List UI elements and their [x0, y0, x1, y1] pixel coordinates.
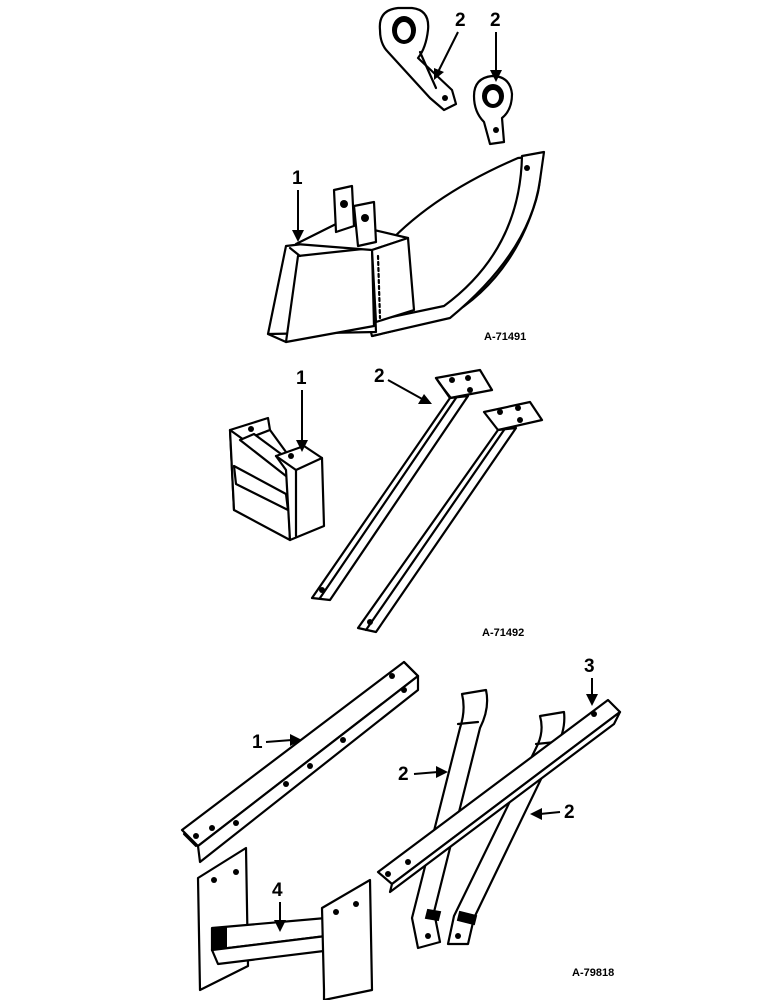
svg-text:3: 3 — [584, 656, 595, 677]
callout-1: 1 — [252, 732, 302, 753]
callout-3: 3 — [584, 656, 598, 706]
bracket-part-1 — [228, 416, 326, 542]
svg-text:2: 2 — [398, 764, 409, 785]
svg-text:2: 2 — [374, 366, 385, 387]
angle-bar-part-3 — [376, 698, 622, 894]
svg-text:4: 4 — [272, 880, 283, 901]
angle-bar-part-1 — [180, 660, 420, 864]
svg-text:1: 1 — [292, 168, 303, 189]
bracket-part-2-right — [472, 74, 514, 146]
callout-2-b: 2 — [490, 10, 502, 82]
bracket-part-2-left — [378, 6, 458, 112]
callout-2-left: 2 — [398, 764, 448, 785]
strut-part-2-right — [356, 400, 544, 634]
callout-2: 2 — [374, 366, 432, 404]
callout-2-right: 2 — [530, 802, 575, 823]
stand-part-4 — [196, 846, 374, 1000]
svg-text:1: 1 — [252, 732, 263, 753]
callout-2-a: 2 — [434, 10, 466, 80]
svg-text:2: 2 — [455, 10, 466, 31]
figure-ref-a79818: A-79818 — [572, 967, 614, 979]
callout-4: 4 — [272, 880, 286, 932]
callout-1: 1 — [296, 368, 308, 452]
figure-ref-a71491: A-71491 — [484, 331, 526, 343]
figure-a79818: 1 2 2 3 4 A-79818 — [180, 656, 622, 1000]
svg-text:2: 2 — [490, 10, 501, 31]
figure-a71492: 1 2 A-71492 — [228, 366, 544, 639]
strut-part-2-left — [310, 368, 494, 602]
figure-ref-a71492: A-71492 — [482, 627, 524, 639]
callout-1: 1 — [292, 168, 304, 242]
svg-text:2: 2 — [564, 802, 575, 823]
svg-text:1: 1 — [296, 368, 307, 389]
figure-a71491: 2 2 1 A-71491 — [266, 6, 546, 344]
shovel-part-1 — [266, 150, 546, 344]
